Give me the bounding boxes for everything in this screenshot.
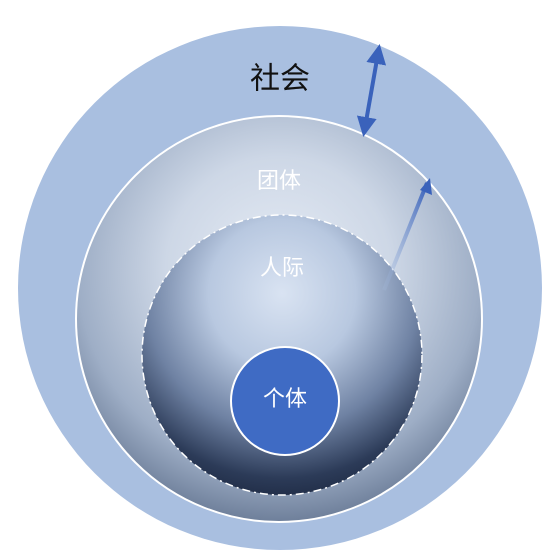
- individual-circle: [230, 346, 340, 456]
- arrow-icon: [382, 182, 429, 291]
- society-label: 社会: [250, 62, 310, 97]
- group-label: 团体: [257, 169, 301, 194]
- double-arrow-icon: [356, 44, 387, 137]
- individual-label: 个体: [263, 387, 307, 412]
- interpersonal-label: 人际: [260, 256, 304, 281]
- arrow-head-icon: [420, 178, 432, 195]
